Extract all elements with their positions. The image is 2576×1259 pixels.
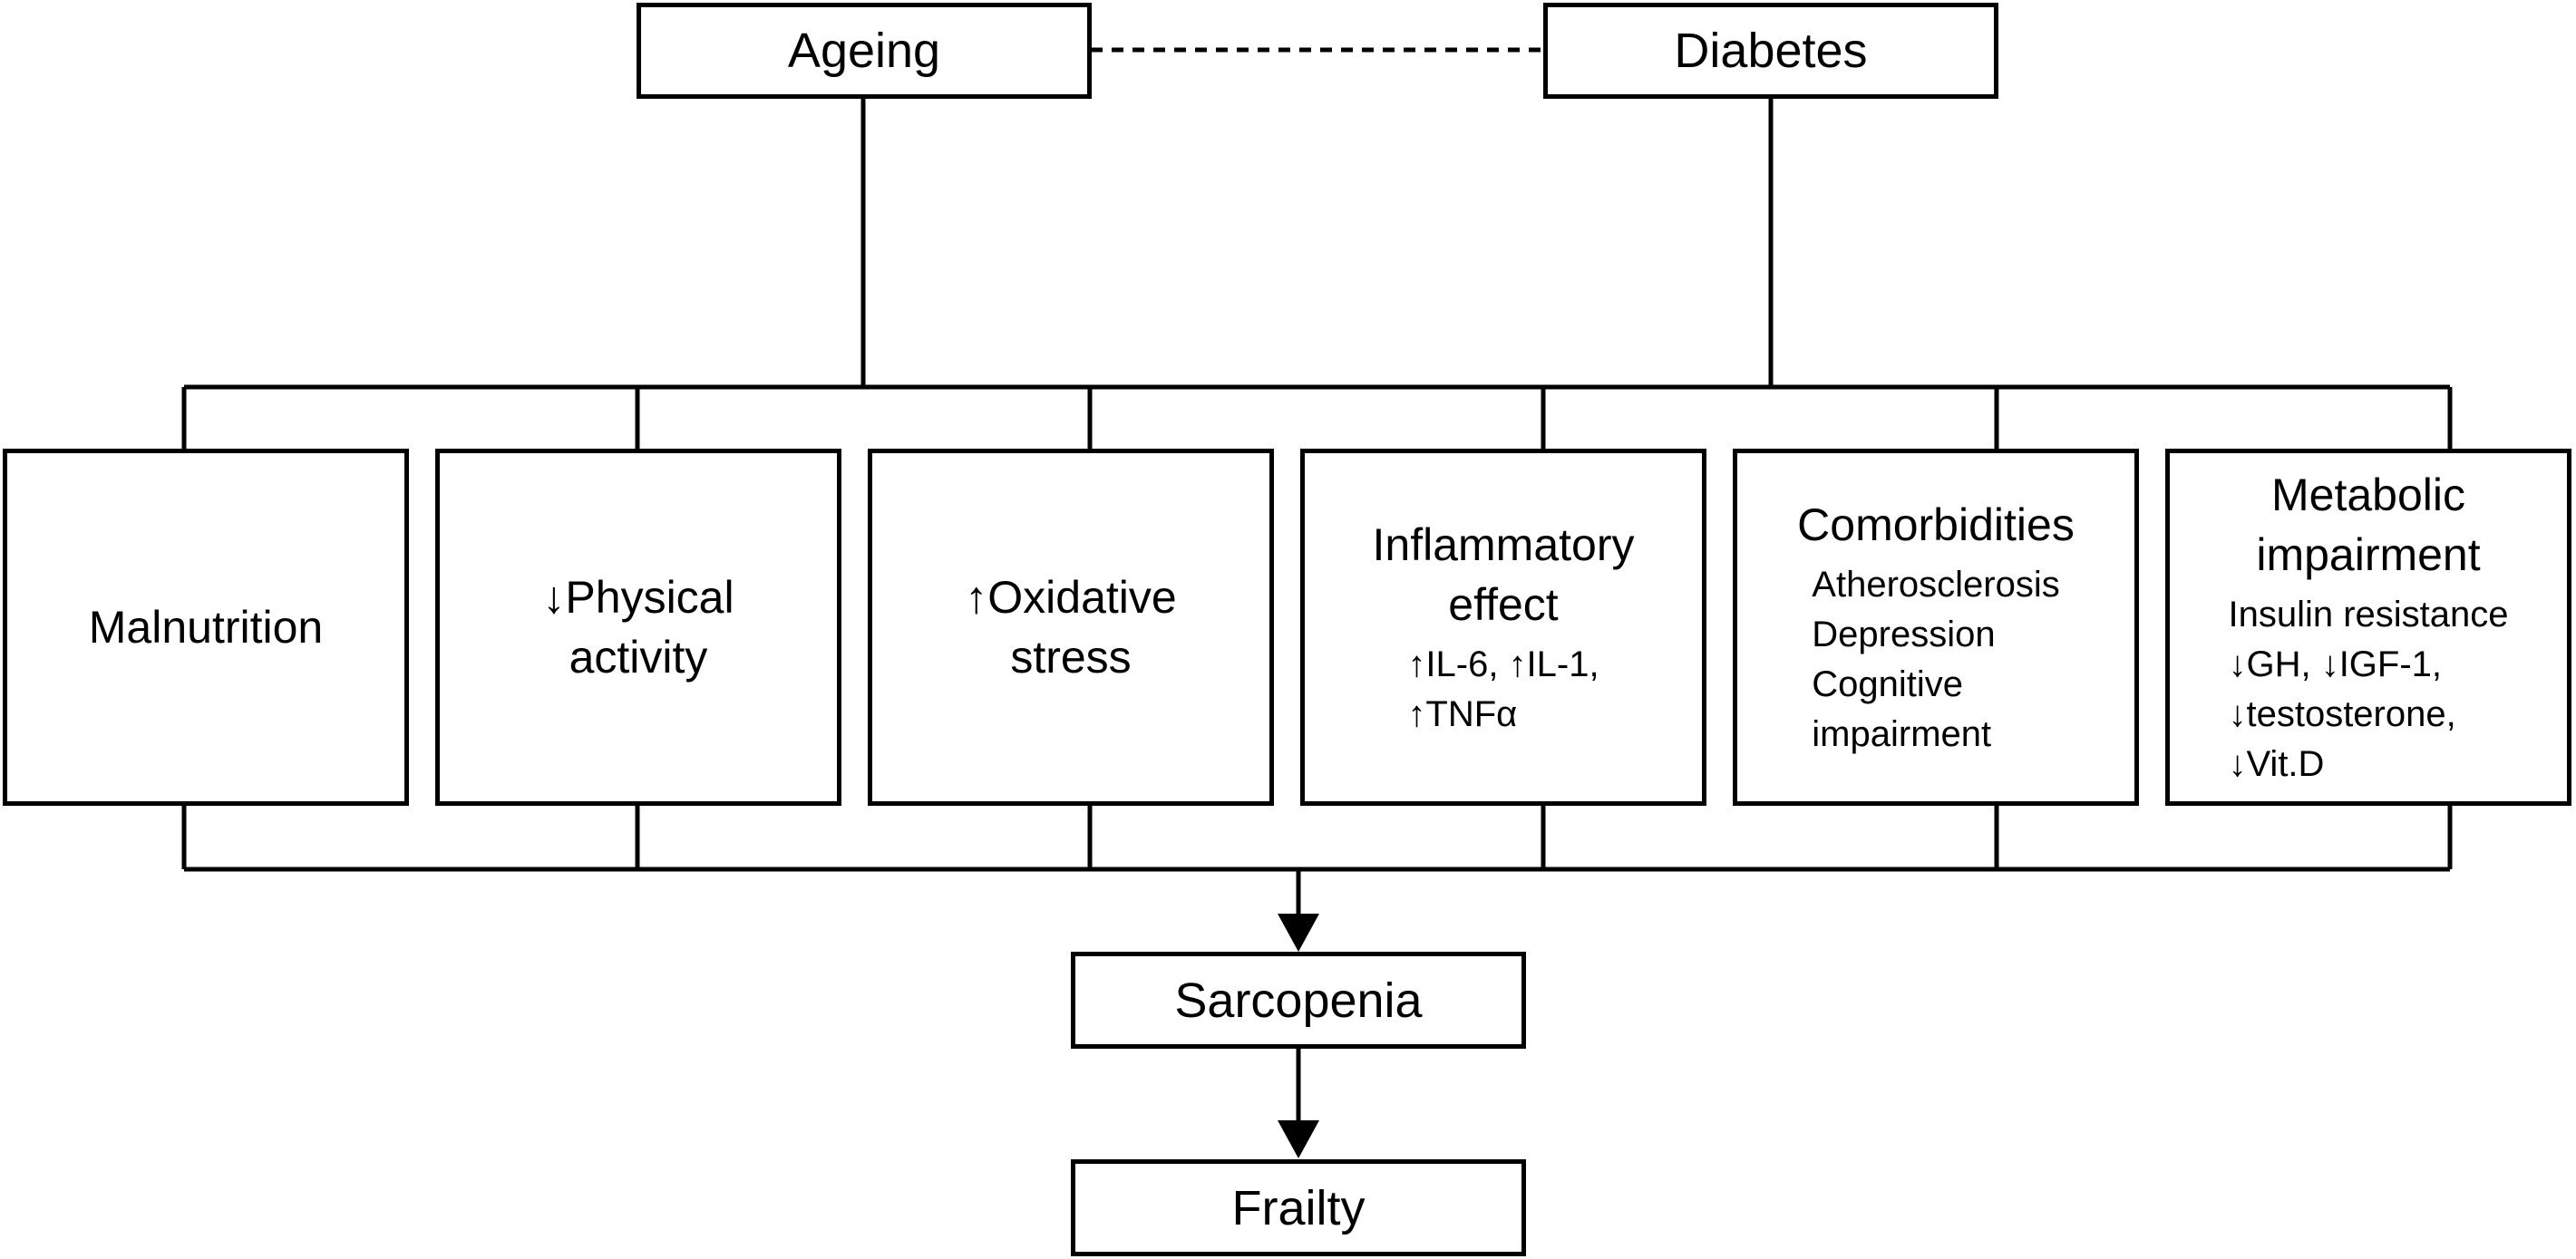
diabetes-label: Diabetes: [1674, 24, 1868, 78]
factor-details: Atherosclerosis Depression Cognitive imp…: [1812, 565, 2060, 754]
factor-title: ↑Oxidative stress: [965, 572, 1177, 683]
factor-title: Metabolic impairment: [2256, 470, 2481, 580]
factor-title: Comorbidities: [1797, 499, 2075, 550]
factor-comorbidities: Comorbidities Atherosclerosis Depression…: [1733, 449, 2139, 806]
factor-metabolic-impairment: Metabolic impairment Insulin resistance …: [2165, 449, 2571, 806]
factor-title: ↓Physical activity: [542, 572, 734, 683]
sarcopenia-label: Sarcopenia: [1174, 973, 1423, 1028]
factor-malnutrition: Malnutrition: [3, 449, 409, 806]
frailty-label: Frailty: [1231, 1180, 1366, 1235]
factor-inflammatory-effect: Inflammatory effect ↑IL-6, ↑IL-1, ↑TNFα: [1300, 449, 1706, 806]
factor-title: Inflammatory effect: [1372, 519, 1635, 630]
frailty-box: Frailty: [1071, 1159, 1526, 1256]
sarcopenia-box: Sarcopenia: [1071, 952, 1526, 1049]
arrow-to-frailty: [1278, 1120, 1319, 1158]
arrow-to-sarcopenia: [1278, 914, 1319, 952]
ageing-label: Ageing: [787, 24, 941, 78]
factor-title: Malnutrition: [88, 602, 324, 653]
diabetes-box: Diabetes: [1543, 3, 1998, 99]
ageing-box: Ageing: [637, 3, 1092, 99]
factor-physical-activity: ↓Physical activity: [435, 449, 841, 806]
factor-details: Insulin resistance ↓GH, ↓IGF-1, ↓testost…: [2228, 595, 2509, 784]
factor-details: ↑IL-6, ↑IL-1, ↑TNFα: [1407, 644, 1599, 734]
factor-oxidative-stress: ↑Oxidative stress: [868, 449, 1274, 806]
